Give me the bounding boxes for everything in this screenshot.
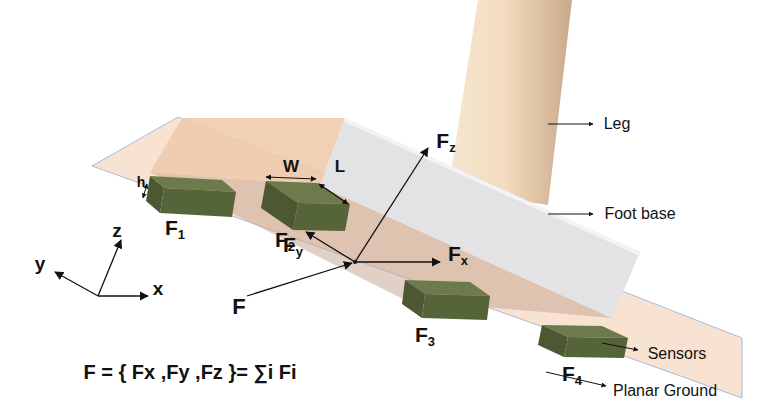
foot-base (320, 118, 640, 318)
force-arrows (247, 148, 440, 296)
callout-label: Leg (604, 116, 631, 132)
dimension-label: h (137, 175, 146, 189)
dimension-label: L (335, 158, 345, 175)
formula: F = { Fx ,Fy ,Fz }= ∑i Fi (83, 362, 296, 382)
force-component-label: Fx (448, 243, 468, 266)
coordinate-axes (55, 240, 148, 296)
planar-ground (92, 117, 742, 398)
sensor-force-label: F1 (165, 217, 185, 240)
force-component-label: Fz (436, 130, 455, 153)
dimension-label: W (283, 158, 299, 175)
force-point (353, 260, 357, 264)
force-label: F (232, 296, 245, 318)
sensor-1 (146, 176, 236, 217)
axis-label: z (112, 221, 122, 240)
sensor-force-label: F4 (562, 363, 582, 386)
callout-label: Sensors (648, 346, 707, 362)
sensor-4 (538, 325, 628, 358)
width-dimension (266, 177, 316, 179)
callout-arrows (546, 124, 638, 386)
axis-label: x (153, 279, 164, 298)
callout-label: Foot base (604, 206, 675, 222)
sensor-3 (402, 280, 490, 320)
force-component-label: Fy (283, 234, 303, 257)
sensor-2 (261, 181, 350, 231)
callout-label: Planar Ground (613, 383, 717, 399)
sensor-force-label: F3 (415, 324, 435, 347)
axis-label: y (35, 254, 46, 273)
length-dimension (319, 184, 348, 204)
foot-base-edge (345, 118, 640, 256)
